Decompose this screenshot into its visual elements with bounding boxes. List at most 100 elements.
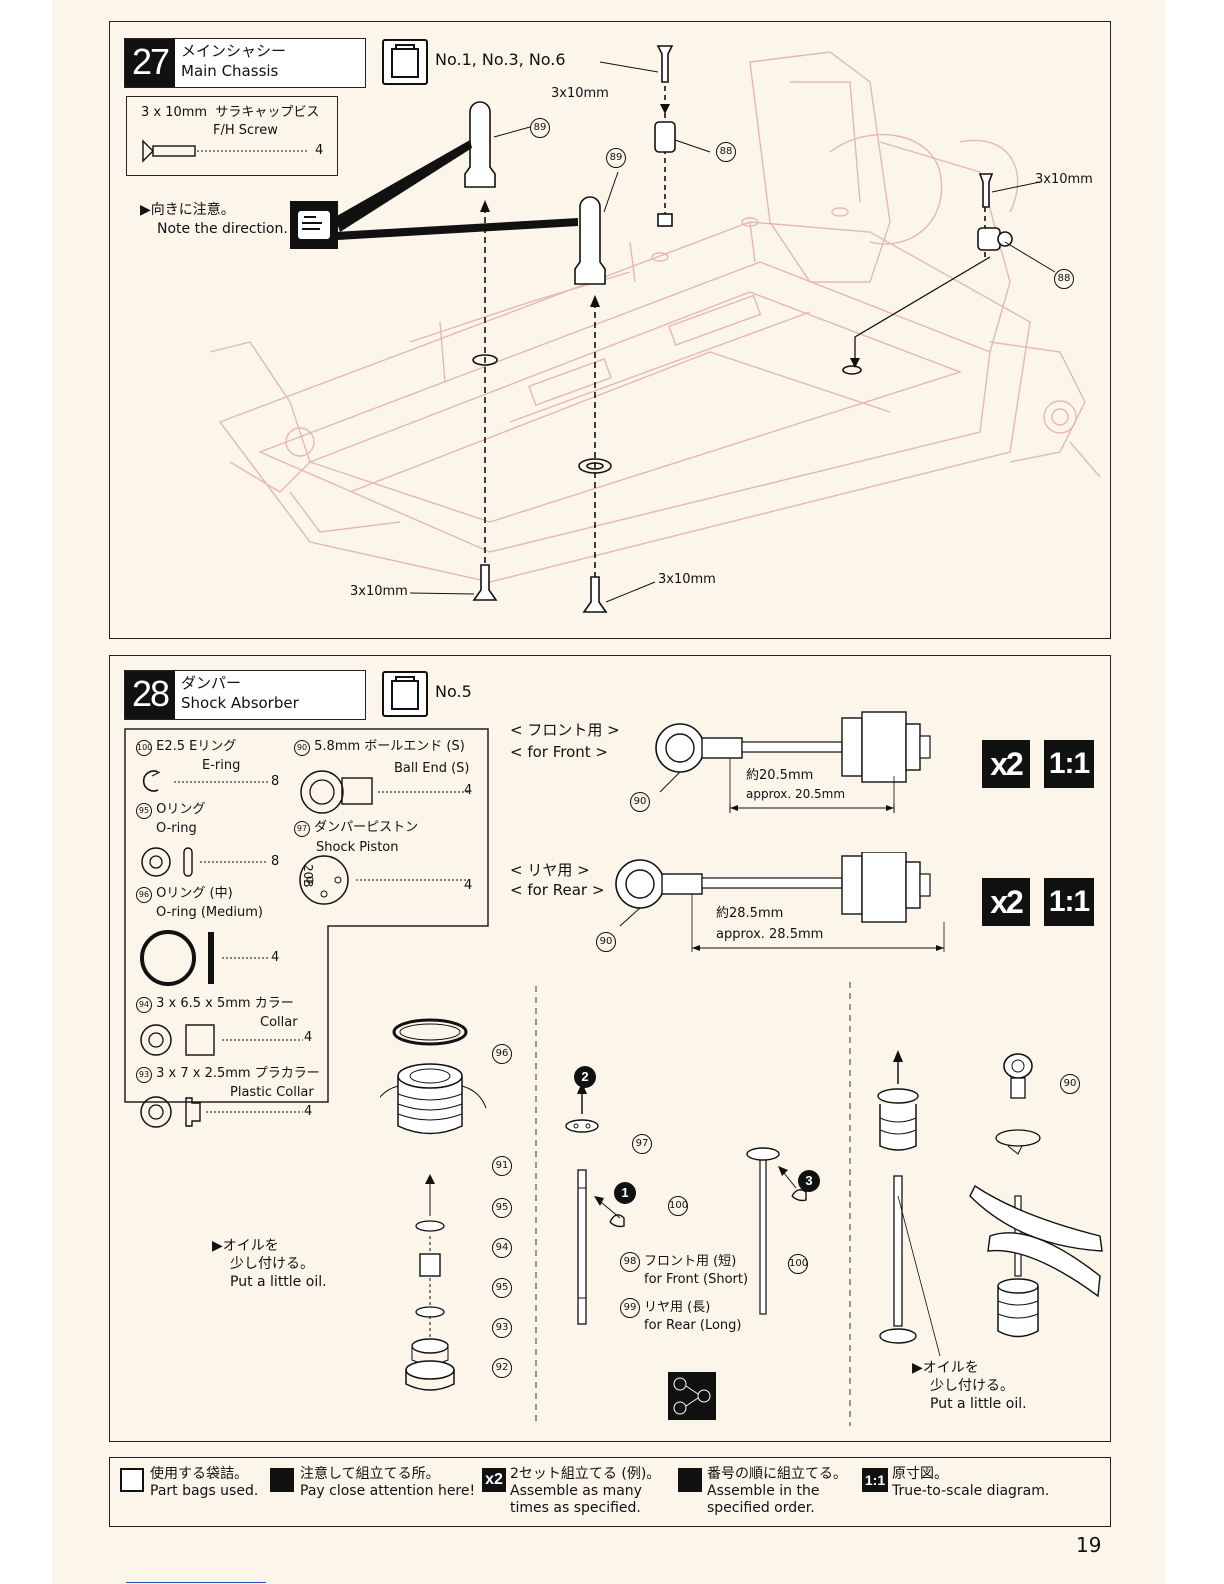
step-27-title-ja: メインシャシー <box>181 42 287 60</box>
step-27-parts-box: 3 x 10mm サラキャップビス F/H Screw 4 <box>126 96 338 176</box>
collar-icon <box>140 1024 303 1056</box>
step-28-header: 28 ダンパー Shock Absorber <box>124 670 366 720</box>
part-93-en: Plastic Collar <box>230 1085 314 1100</box>
step-27-header: 27 メインシャシー Main Chassis <box>124 38 366 88</box>
screw-icon <box>142 139 309 163</box>
num-92: 92 <box>492 1358 512 1378</box>
part-94-ja: 3 x 6.5 x 5mm カラー <box>156 996 294 1011</box>
chassis-drawing <box>209 45 1101 613</box>
shaft-front-en: for Front (Short) <box>644 1272 749 1287</box>
num-99: 99 <box>620 1298 640 1318</box>
part-90-ja: 5.8mm ボールエンド (S) <box>314 739 465 754</box>
part-100-qty: 8 <box>271 774 280 789</box>
screw-qty: 4 <box>315 143 324 158</box>
part-90-callout: 90 <box>596 932 616 952</box>
num-96: 96 <box>492 1044 512 1064</box>
rear-length-en: approx. 28.5mm <box>716 927 824 942</box>
num-98: 98 <box>620 1252 640 1272</box>
step-27-number: 27 <box>125 39 175 87</box>
x2-icon: x2 <box>482 1468 506 1492</box>
part-100-en: E-ring <box>202 758 241 773</box>
final-assembly <box>877 1050 1103 1357</box>
step-28-title-en: Shock Absorber <box>181 694 299 712</box>
front-length-en: approx. 20.5mm <box>746 787 846 801</box>
plastic-collar-icon <box>140 1096 303 1128</box>
front-label-ja: < フロント用 > <box>510 721 620 739</box>
part-96-en: O-ring (Medium) <box>156 905 263 920</box>
legend-panel: 使用する袋詰。 Part bags used. 注意して組立てる所。 Pay c… <box>109 1457 1111 1527</box>
shock-body-exploded <box>380 1018 487 1391</box>
screw-label-top: 3x10mm <box>551 86 609 101</box>
num-93: 93 <box>492 1318 512 1338</box>
part-88-callout: 88 <box>1054 269 1074 289</box>
bag-icon <box>382 39 428 85</box>
rear-length-ja: 約28.5mm <box>716 906 784 921</box>
ball-end-icon <box>300 770 468 814</box>
seq-3: 3 <box>798 1170 820 1192</box>
part-95-qty: 8 <box>271 854 280 869</box>
part-94-qty: 4 <box>304 1030 313 1045</box>
rear-shock-drawing <box>615 852 945 952</box>
part-88-callout: 88 <box>716 142 736 162</box>
o-ring-medium-icon <box>140 930 268 986</box>
legend-x2-en2: times as specified. <box>510 1500 641 1516</box>
part-96-qty: 4 <box>271 950 280 965</box>
screw-size: 3 x 10mm <box>141 105 208 120</box>
seq-1: 1 <box>614 1182 636 1204</box>
screw-label-right: 3x10mm <box>1035 172 1093 187</box>
legend-x2-en: Assemble as many <box>510 1483 642 1499</box>
step-28-parts-box <box>124 728 489 1103</box>
scale-icon: 1:1 <box>862 1468 888 1492</box>
bag-icon <box>120 1468 144 1492</box>
o-ring-icon <box>141 847 268 877</box>
num-96: 96 <box>136 887 152 903</box>
legend-bags-ja: 使用する袋詰。 <box>150 1466 248 1482</box>
num-95: 95 <box>492 1278 512 1298</box>
rear-label-en: < for Rear > <box>510 881 605 899</box>
num-90: 90 <box>294 740 310 756</box>
front-length-ja: 約20.5mm <box>746 768 814 783</box>
part-89-callout: 89 <box>530 118 550 138</box>
num-94: 94 <box>136 997 152 1013</box>
step-27-bags: No.1, No.3, No.6 <box>435 50 566 69</box>
part-96-ja: Oリング (中) <box>156 886 233 901</box>
oil-note-en: Put a little oil. <box>230 1274 327 1290</box>
num-94: 94 <box>492 1238 512 1258</box>
num-100: 100 <box>668 1196 688 1216</box>
page-number: 19 <box>1076 1533 1102 1557</box>
part-95-en: O-ring <box>156 821 197 836</box>
order-icon <box>668 1372 716 1420</box>
legend-bags-en: Part bags used. <box>150 1483 259 1499</box>
oil-note-ja2: 少し付ける。 <box>230 1256 314 1272</box>
x2-badge: x2 <box>982 878 1030 926</box>
num-93: 93 <box>136 1067 152 1083</box>
part-100-ja: E2.5 Eリング <box>156 739 237 754</box>
bag-icon <box>382 671 428 717</box>
num-91: 91 <box>492 1156 512 1176</box>
scale-badge: 1:1 <box>1044 740 1094 788</box>
part-94-en: Collar <box>260 1015 298 1030</box>
part-93-qty: 4 <box>304 1104 313 1119</box>
step-27-panel: 27 メインシャシー Main Chassis No.1, No.3, No.6… <box>109 21 1111 639</box>
front-label-en: < for Front > <box>510 743 609 761</box>
part-90-callout: 90 <box>630 792 650 812</box>
legend-x2-ja: 2セット組立てる (例)。 <box>510 1466 661 1482</box>
piston-marking: 20B <box>301 864 315 888</box>
seq-2: 2 <box>574 1066 596 1088</box>
legend-order-en2: specified order. <box>707 1500 815 1516</box>
attention-icon <box>290 201 338 249</box>
legend-scale-en: True-to-scale diagram. <box>892 1483 1050 1499</box>
shaft-assembly <box>565 1082 807 1325</box>
num-90: 90 <box>1060 1074 1080 1094</box>
part-97-en: Shock Piston <box>316 840 399 855</box>
num-95: 95 <box>136 803 152 819</box>
legend-order-ja: 番号の順に組立てる。 <box>707 1466 847 1482</box>
divider <box>535 986 537 1426</box>
num-100: 100 <box>136 740 152 756</box>
step-28-panel: 28 ダンパー Shock Absorber No.5 100 E2.5 Eリン… <box>109 655 1111 1442</box>
shaft-front-ja: フロント用 (短) <box>644 1254 737 1269</box>
legend-attention-ja: 注意して組立てる所。 <box>300 1466 440 1482</box>
attention-icon <box>270 1468 294 1492</box>
num-95: 95 <box>492 1198 512 1218</box>
front-shock-drawing <box>655 711 931 813</box>
